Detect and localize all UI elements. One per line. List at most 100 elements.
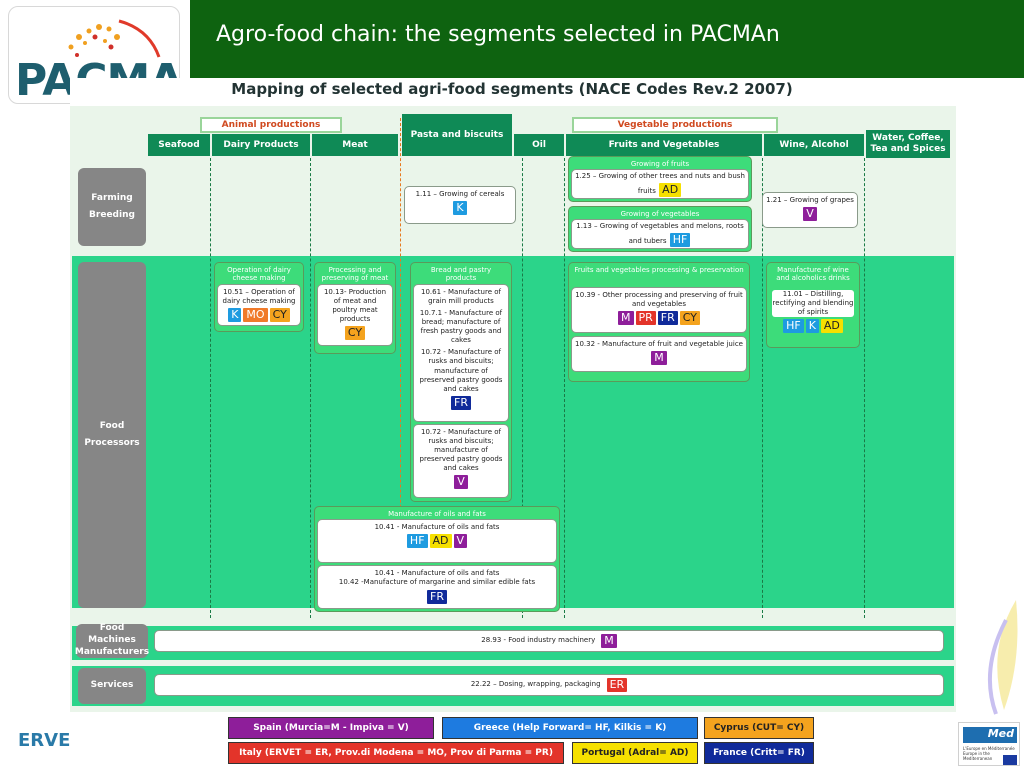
col-divider [310,158,311,618]
col-dairy: Dairy Products [212,134,310,156]
fruits-growing-title: Growing of fruits [630,160,690,168]
tag-er: ER [606,678,628,692]
col-seafood: Seafood [148,134,210,156]
tag-m: M [601,634,617,648]
veg-growing-title: Growing of vegetables [620,210,700,218]
row-machines-label: Food Machines Manufacturers [74,623,150,657]
col-fruits: Fruits and Vegetables [566,134,762,156]
dairy-box: 10.51 – Operation of dairy cheese making… [217,283,301,326]
oils-text-3: 10.42 -Manufacture of margarine and simi… [338,578,536,587]
fruits-growing-group: Growing of fruits 1.25 – Growing of othe… [568,156,752,202]
tag-v: V [453,534,468,549]
eu-flag-icon [1003,755,1017,765]
row-processors-label: Food Processors [84,420,140,448]
bread-box-1: 10.61 - Manufacture of grain mill produc… [413,283,509,422]
legend-spain: Spain (Murcia=M - Impiva = V) [228,717,434,739]
col-divider [400,118,401,608]
fv-text-2: 10.32 - Manufacture of fruit and vegetab… [575,340,743,348]
wine-box: 11.01 – Distilling, rectifying and blend… [769,287,857,343]
bread-group: Bread and pastry products 10.61 - Manufa… [410,262,512,502]
legend-france: France (Critt= FR) [704,742,814,764]
veg-growing-group: Growing of vegetables 1.13 – Growing of … [568,206,752,252]
swoosh-decoration [987,600,1018,715]
fv-text-1: 10.39 - Other processing and preserving … [575,291,743,309]
tag-v: V [803,207,817,222]
tag-k: K [228,307,242,322]
dairy-text: 10.51 – Operation of dairy cheese making [222,287,296,305]
group-vegetable: Vegetable productions [572,117,778,133]
fv-group: Fruits and vegetables processing & prese… [568,262,750,382]
col-divider [522,158,523,618]
col-wine: Wine, Alcohol [764,134,864,156]
legend-portugal: Portugal (Adral= AD) [572,742,698,764]
row-services-label: Services [90,680,134,691]
map-title-strip [70,78,956,106]
meat-text: 10.13- Production of meat and poultry me… [323,287,387,324]
group-animal: Animal productions [200,117,342,133]
meat-box: 10.13- Production of meat and poultry me… [317,283,393,346]
legend-italy: Italy (ERVET = ER, Prov.di Modena = MO, … [228,742,564,764]
col-divider [864,158,865,618]
tag-hf: HF [669,233,691,248]
tag-hf: HF [783,319,804,334]
col-water: Water, Coffee, Tea and Spices [866,130,950,158]
cereals-text: 1.11 – Growing of cereals [415,190,505,198]
oils-title: Manufacture of oils and fats [388,510,486,518]
tag-mo: MO [243,307,268,322]
map-title: Mapping of selected agri-food segments (… [231,80,793,98]
fv-title: Fruits and vegetables processing & prese… [574,266,744,274]
wine-text: 11.01 – Distilling, rectifying and blend… [772,290,854,318]
tag-fr: FR [451,395,471,410]
oils-box-2: 10.41 - Manufacture of oils and fats 10.… [317,565,557,610]
tag-cy: CY [344,326,366,341]
row-processors: Food Processors [78,262,146,608]
globe-logo-icon [68,19,161,58]
dairy-title: Operation of dairy cheese making [227,266,291,283]
legend-cyprus: Cyprus (CUT= CY) [704,717,814,739]
fruits-growing-text: 1.25 – Growing of other trees and nuts a… [575,172,745,196]
fv-box-2: 10.32 - Manufacture of fruit and vegetab… [571,336,747,372]
bread-text-3: 10.72 - Manufacture of rusks and biscuit… [419,348,503,393]
tag-cy: CY [679,311,700,326]
veg-growing-box: 1.13 – Growing of vegetables and melons,… [571,219,749,250]
col-meat: Meat [312,134,398,156]
row-machines: Food Machines Manufacturers [74,623,150,658]
med-tagline: L'Europe en Méditerranée Europe in the M… [963,746,1015,761]
erve-logo: ERVE [18,730,71,751]
services-box: 22.22 – Dosing, wrapping, packaging ER [154,674,944,696]
bread-title: Bread and pastry products [430,266,492,283]
tag-k: K [805,319,819,334]
veg-growing-text: 1.13 – Growing of vegetables and melons,… [576,222,744,246]
row-services: Services [78,668,146,704]
wine-group: Manufacture of wine and alcoholics drink… [766,262,860,348]
col-divider [564,158,565,618]
bread-text-1: 10.61 - Manufacture of grain mill produc… [420,287,501,305]
tag-cy: CY [269,307,290,322]
bread-text-4: 10.72 - Manufacture of rusks and biscuit… [419,427,503,473]
dairy-group: Operation of dairy cheese making 10.51 –… [214,262,304,332]
tag-k: K [453,201,467,216]
med-logo-text: Med [963,727,1017,743]
tag-m: M [651,351,667,366]
cereals-box: 1.11 – Growing of cereals K [404,186,516,224]
title-bar [190,0,1024,78]
services-text: 22.22 – Dosing, wrapping, packaging [470,680,601,689]
grapes-box: 1.21 – Growing of grapes V [762,192,858,228]
slide-title: Agro-food chain: the segments selected i… [216,22,780,47]
meat-title: Processing and preserving of meat [321,266,389,283]
row-farming: Farming Breeding [78,168,146,246]
fruits-growing-box: 1.25 – Growing of other trees and nuts a… [571,169,749,200]
legend-greece: Greece (Help Forward= HF, Kilkis = K) [442,717,698,739]
tag-fr: FR [657,311,678,326]
grapes-text: 1.21 – Growing of grapes [766,196,854,204]
col-divider [210,158,211,618]
machines-box: 28.93 - Food industry machinery M [154,630,944,652]
bread-box-2: 10.72 - Manufacture of rusks and biscuit… [413,423,509,498]
row-farming-label: Farming Breeding [89,192,135,220]
tag-pr: PR [635,311,656,326]
bread-text-2: 10.7.1 - Manufacture of bread; manufactu… [419,308,503,345]
col-divider [762,158,763,618]
fv-box-1: 10.39 - Other processing and preserving … [571,287,747,333]
tag-v: V [454,475,468,490]
